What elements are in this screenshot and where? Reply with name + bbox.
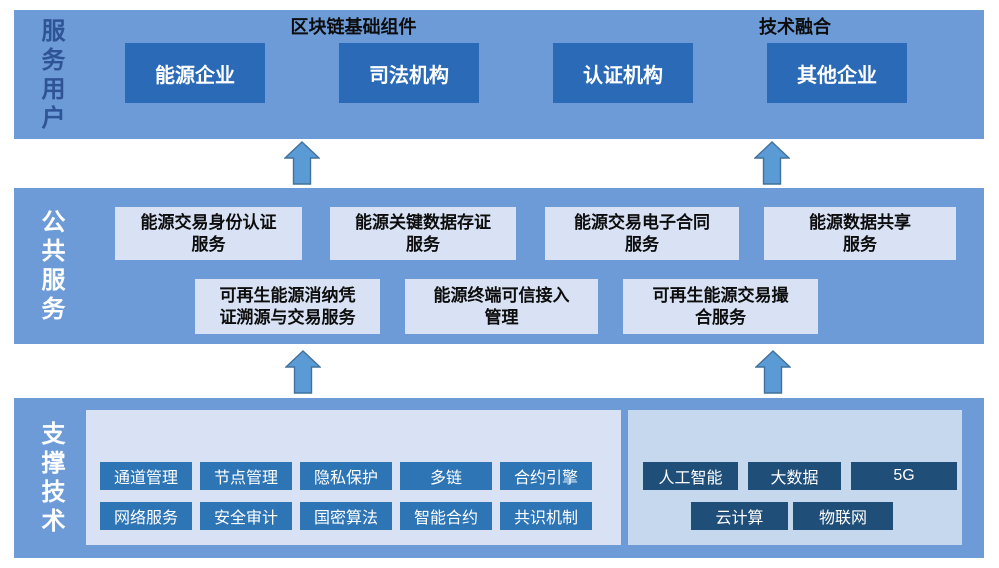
chip-ai: 人工智能 [643, 462, 738, 490]
chip-iot: 物联网 [793, 502, 893, 530]
chip-node-mgmt: 节点管理 [200, 462, 292, 490]
chip-security-audit: 安全审计 [200, 502, 292, 530]
chip-5g: 5G [851, 462, 957, 490]
band-label-public-services: 公共服务 [40, 188, 67, 344]
user-box-other-enterprise: 其他企业 [767, 43, 907, 103]
up-arrow-icon [754, 141, 790, 185]
panel-title-blockchain: 区块链基础组件 [290, 17, 417, 37]
chip-sm-crypto: 国密算法 [300, 502, 392, 530]
up-arrow-icon [284, 141, 320, 185]
chip-contract-engine: 合约引擎 [500, 462, 592, 490]
band-label-text: 服务用户 [41, 17, 66, 132]
chip-network-service: 网络服务 [100, 502, 192, 530]
user-box-certification-authority: 认证机构 [553, 43, 693, 103]
service-box-e-contract: 能源交易电子合同 服务 [545, 207, 739, 260]
service-box-identity-auth: 能源交易身份认证 服务 [115, 207, 302, 260]
service-box-trade-matching: 可再生能源交易撮 合服务 [623, 279, 818, 334]
band-label-supporting-tech: 支撑技术 [40, 398, 67, 558]
up-arrow-icon [285, 350, 321, 394]
chip-bigdata: 大数据 [748, 462, 841, 490]
user-box-energy-enterprise: 能源企业 [125, 43, 265, 103]
service-box-terminal-trusted-access: 能源终端可信接入 管理 [405, 279, 598, 334]
panel-title-fusion: 技术融合 [759, 17, 831, 37]
up-arrow-icon [755, 350, 791, 394]
user-box-judicial-institution: 司法机构 [339, 43, 479, 103]
band-label-text: 公共服务 [41, 209, 66, 323]
service-box-rec-trace-trade: 可再生能源消纳凭 证溯源与交易服务 [195, 279, 380, 334]
chip-channel-mgmt: 通道管理 [100, 462, 192, 490]
chip-cloud-computing: 云计算 [691, 502, 788, 530]
chip-multichain: 多链 [400, 462, 492, 490]
service-box-data-sharing: 能源数据共享 服务 [764, 207, 956, 260]
chip-privacy-protection: 隐私保护 [300, 462, 392, 490]
service-box-key-data-deposit: 能源关键数据存证 服务 [330, 207, 516, 260]
chip-consensus-mechanism: 共识机制 [500, 502, 592, 530]
band-label-service-users: 服务用户 [40, 10, 67, 139]
chip-smart-contract: 智能合约 [400, 502, 492, 530]
band-label-text: 支撑技术 [41, 421, 66, 535]
